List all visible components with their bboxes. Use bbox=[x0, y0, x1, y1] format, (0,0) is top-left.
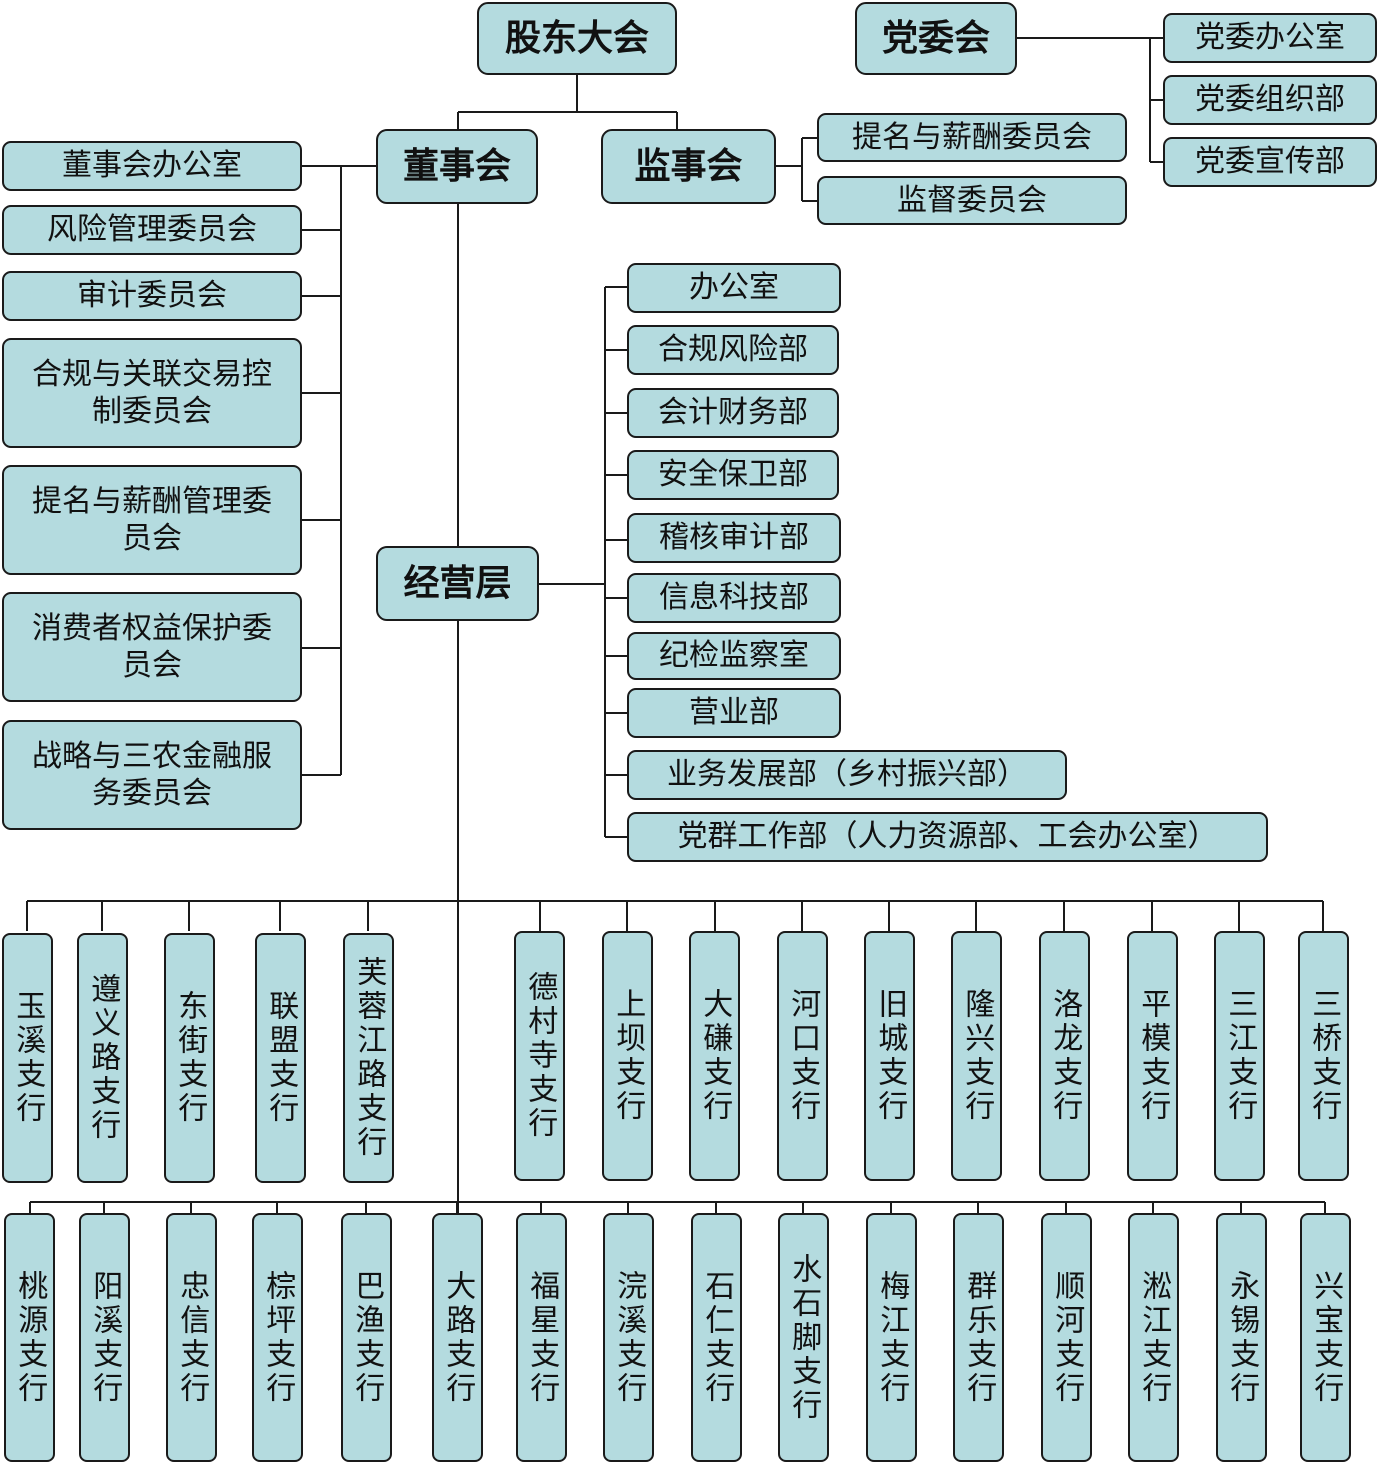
department-box: 营业部 bbox=[627, 688, 841, 738]
branch-box: 顺河支行 bbox=[1041, 1213, 1092, 1462]
branch-box: 永锡支行 bbox=[1216, 1213, 1267, 1462]
department-box: 安全保卫部 bbox=[627, 450, 839, 500]
branch-box: 棕坪支行 bbox=[252, 1213, 303, 1462]
board-committee-box: 风险管理委员会 bbox=[2, 205, 302, 255]
board-committee-box: 战略与三农金融服务委员会 bbox=[2, 720, 302, 830]
branch-box: 东街支行 bbox=[164, 933, 215, 1183]
branch-box: 巴渔支行 bbox=[341, 1213, 392, 1462]
branch-box: 福星支行 bbox=[516, 1213, 567, 1462]
department-box: 信息科技部 bbox=[627, 573, 841, 623]
party-unit-box: 党委宣传部 bbox=[1163, 137, 1377, 187]
shareholders-meeting-box: 股东大会 bbox=[477, 2, 677, 75]
supervisor-committee-box: 提名与薪酬委员会 bbox=[817, 113, 1127, 162]
branch-box: 兴宝支行 bbox=[1300, 1213, 1351, 1462]
department-box: 合规风险部 bbox=[627, 325, 839, 375]
board-box: 董事会 bbox=[376, 129, 538, 204]
board-committee-box: 合规与关联交易控制委员会 bbox=[2, 338, 302, 448]
branch-box: 淞江支行 bbox=[1128, 1213, 1179, 1462]
supervisor-committee-box: 监督委员会 bbox=[817, 176, 1127, 225]
branch-box: 平模支行 bbox=[1127, 931, 1178, 1181]
supervisors-box: 监事会 bbox=[601, 129, 776, 204]
department-box: 稽核审计部 bbox=[627, 513, 841, 563]
board-committee-box: 审计委员会 bbox=[2, 271, 302, 321]
branch-box: 桃源支行 bbox=[4, 1213, 55, 1462]
board-committee-box: 提名与薪酬管理委员会 bbox=[2, 465, 302, 575]
department-box: 纪检监察室 bbox=[627, 632, 841, 680]
branch-box: 浣溪支行 bbox=[603, 1213, 654, 1462]
branch-box: 三江支行 bbox=[1214, 931, 1265, 1181]
department-box: 党群工作部（人力资源部、工会办公室） bbox=[627, 812, 1268, 862]
department-box: 会计财务部 bbox=[627, 388, 839, 438]
branch-box: 隆兴支行 bbox=[951, 931, 1002, 1181]
board-committee-box: 董事会办公室 bbox=[2, 141, 302, 191]
party-committee-box: 党委会 bbox=[855, 2, 1017, 75]
branch-box: 群乐支行 bbox=[953, 1213, 1004, 1462]
branch-box: 上坝支行 bbox=[602, 931, 653, 1181]
branch-box: 玉溪支行 bbox=[2, 933, 53, 1183]
branch-box: 德村寺支行 bbox=[514, 931, 565, 1181]
branch-box: 旧城支行 bbox=[864, 931, 915, 1181]
branch-box: 联盟支行 bbox=[255, 933, 306, 1183]
branch-box: 洛龙支行 bbox=[1039, 931, 1090, 1181]
branch-box: 大路支行 bbox=[432, 1213, 483, 1462]
branch-box: 河口支行 bbox=[777, 931, 828, 1181]
department-box: 业务发展部（乡村振兴部） bbox=[627, 750, 1067, 800]
party-unit-box: 党委办公室 bbox=[1163, 13, 1377, 63]
department-box: 办公室 bbox=[627, 263, 841, 313]
branch-box: 石仁支行 bbox=[691, 1213, 742, 1462]
branch-box: 忠信支行 bbox=[166, 1213, 217, 1462]
branch-box: 阳溪支行 bbox=[79, 1213, 130, 1462]
branch-box: 梅江支行 bbox=[866, 1213, 917, 1462]
branch-box: 芙蓉江路支行 bbox=[343, 933, 394, 1183]
board-committee-box: 消费者权益保护委员会 bbox=[2, 592, 302, 702]
branch-box: 大磏支行 bbox=[689, 931, 740, 1181]
management-box: 经营层 bbox=[376, 546, 539, 621]
branch-box: 水石脚支行 bbox=[778, 1213, 829, 1462]
branch-box: 三桥支行 bbox=[1298, 931, 1349, 1181]
branch-box: 遵义路支行 bbox=[77, 933, 128, 1183]
party-unit-box: 党委组织部 bbox=[1163, 75, 1377, 125]
